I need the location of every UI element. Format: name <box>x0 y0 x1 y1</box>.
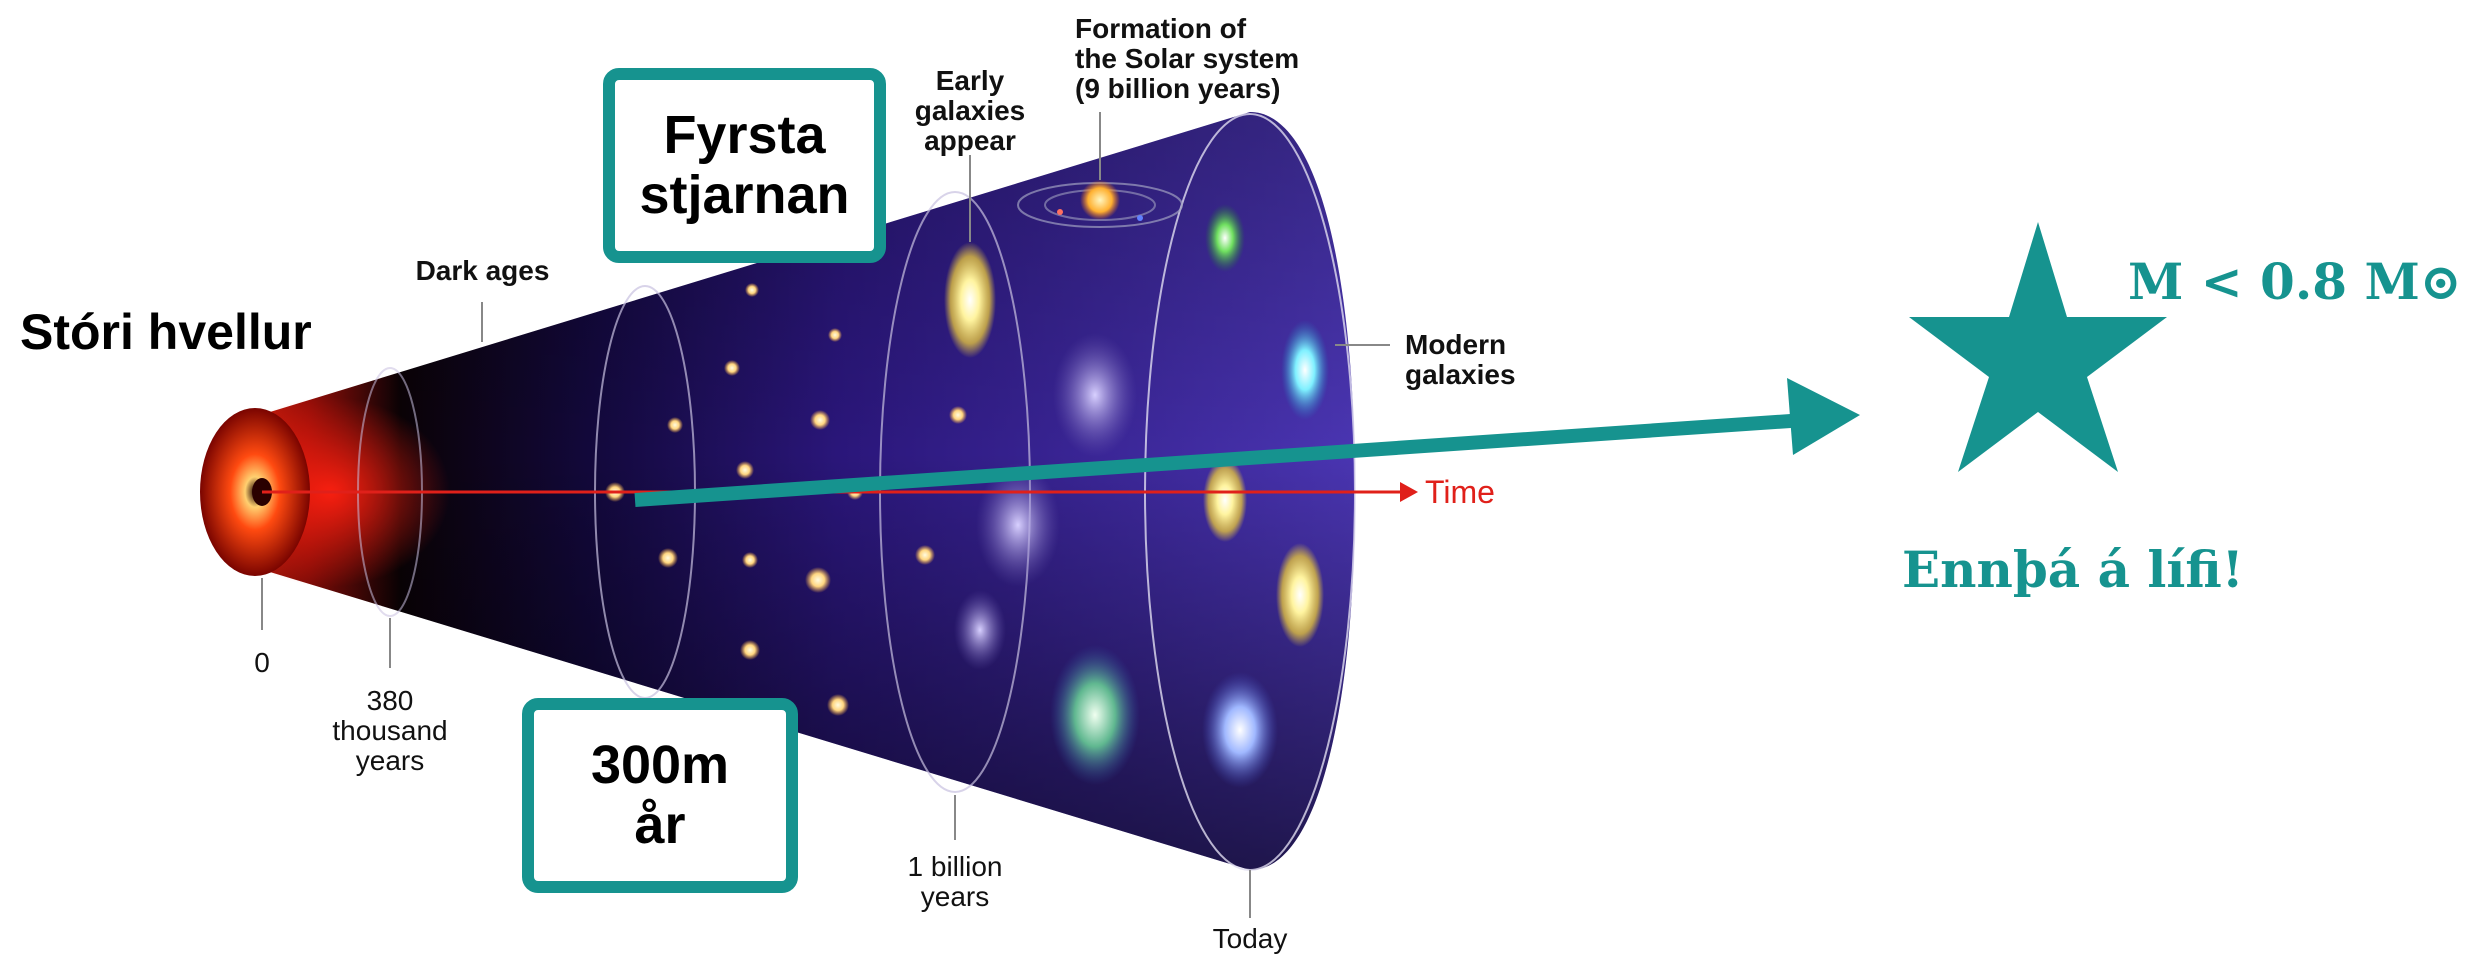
label-dark-ages: Dark ages <box>415 255 550 286</box>
early-galaxies <box>944 242 1140 785</box>
label-solar-system: Formation of the Solar system (9 billion… <box>1075 13 1300 105</box>
tick-zero: 0 <box>254 647 270 678</box>
label-early-galaxies: Early galaxies appear <box>914 65 1026 157</box>
big-bang-label: Stóri hvellur <box>20 304 312 360</box>
label-modern-galaxies: Modern galaxies <box>1405 329 1516 391</box>
time-box: 300m år <box>522 698 798 893</box>
star-status-label: Ennþá á lífi! <box>1902 540 2244 599</box>
teal-star-icon <box>1909 222 2167 472</box>
time-axis-arrowhead <box>1400 482 1418 502</box>
star-mass-label: M < 0.8 M⊙ <box>2128 252 2462 311</box>
tick-today: Today <box>1212 923 1288 954</box>
teal-arrowhead <box>1787 378 1860 455</box>
tick-1-billion: 1 billion years <box>907 851 1003 913</box>
leader-lines <box>261 112 1390 918</box>
tick-380k: 380 thousand years <box>332 685 448 777</box>
teal-arrow-shaft <box>634 413 1806 507</box>
first-star-box: Fyrsta stjarnan <box>603 68 886 263</box>
modern-galaxies <box>1202 204 1329 788</box>
time-box-text: 300m år <box>590 735 730 855</box>
first-star-box-text: Fyrsta stjarnan <box>639 105 850 225</box>
solar-system <box>1017 180 1183 228</box>
label-time-axis: Time <box>1425 474 1495 510</box>
